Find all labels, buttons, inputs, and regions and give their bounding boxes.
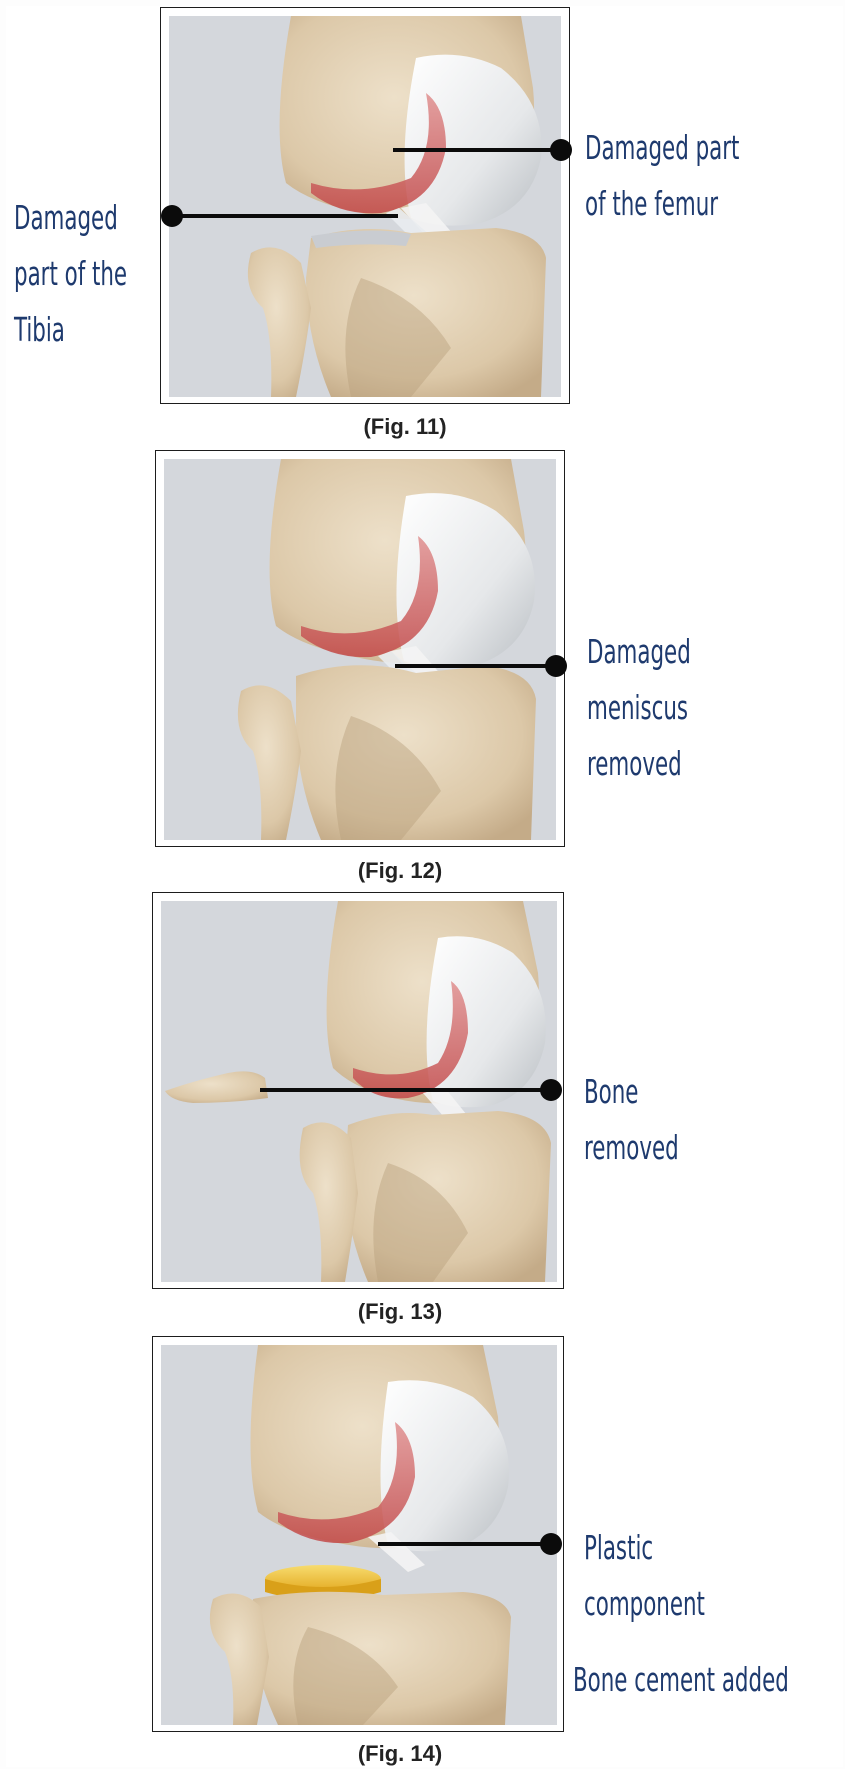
label-line: Plastic (584, 1520, 705, 1576)
label-damaged-femur: Damaged part of the femur (585, 120, 739, 232)
figure-11-panel (160, 7, 570, 404)
label-meniscus-removed: Damaged meniscus removed (587, 624, 691, 792)
figure-12-caption: (Fig. 12) (335, 858, 465, 884)
figure-11-caption: (Fig. 11) (340, 414, 470, 440)
label-line: part of the (14, 246, 127, 302)
knee-illustration-fig11 (161, 8, 571, 405)
label-line: Damaged part (585, 120, 739, 176)
leader-line-meniscus (395, 664, 555, 668)
label-line: of the femur (585, 176, 739, 232)
leader-line-femur (393, 148, 560, 152)
leader-dot-meniscus (545, 655, 567, 677)
label-line: Damaged (14, 190, 127, 246)
knee-illustration-fig14 (153, 1337, 565, 1733)
knee-illustration-fig12 (156, 451, 566, 848)
label-line: Bone (584, 1064, 679, 1120)
figure-14-caption: (Fig. 14) (335, 1741, 465, 1767)
figure-13-caption: (Fig. 13) (335, 1299, 465, 1325)
label-line: meniscus (587, 680, 691, 736)
label-line: Damaged (587, 624, 691, 680)
label-line: removed (584, 1120, 679, 1176)
label-bone-cement: Bone cement added (573, 1652, 789, 1708)
label-line: Tibia (14, 302, 127, 358)
figure-14-panel (152, 1336, 564, 1732)
leader-dot-tibia (161, 205, 183, 227)
leader-line-tibia (172, 214, 398, 218)
leader-dot-plastic (540, 1533, 562, 1555)
leader-dot-femur (550, 139, 572, 161)
leader-line-plastic (378, 1542, 550, 1546)
label-plastic-component: Plastic component (584, 1520, 705, 1632)
label-damaged-tibia: Damaged part of the Tibia (14, 190, 127, 358)
label-bone-removed: Bone removed (584, 1064, 679, 1176)
leader-line-bone (260, 1088, 550, 1092)
figure-12-panel (155, 450, 565, 847)
label-line: Bone cement added (573, 1652, 789, 1708)
label-line: component (584, 1576, 705, 1632)
leader-dot-bone (540, 1079, 562, 1101)
label-line: removed (587, 736, 691, 792)
